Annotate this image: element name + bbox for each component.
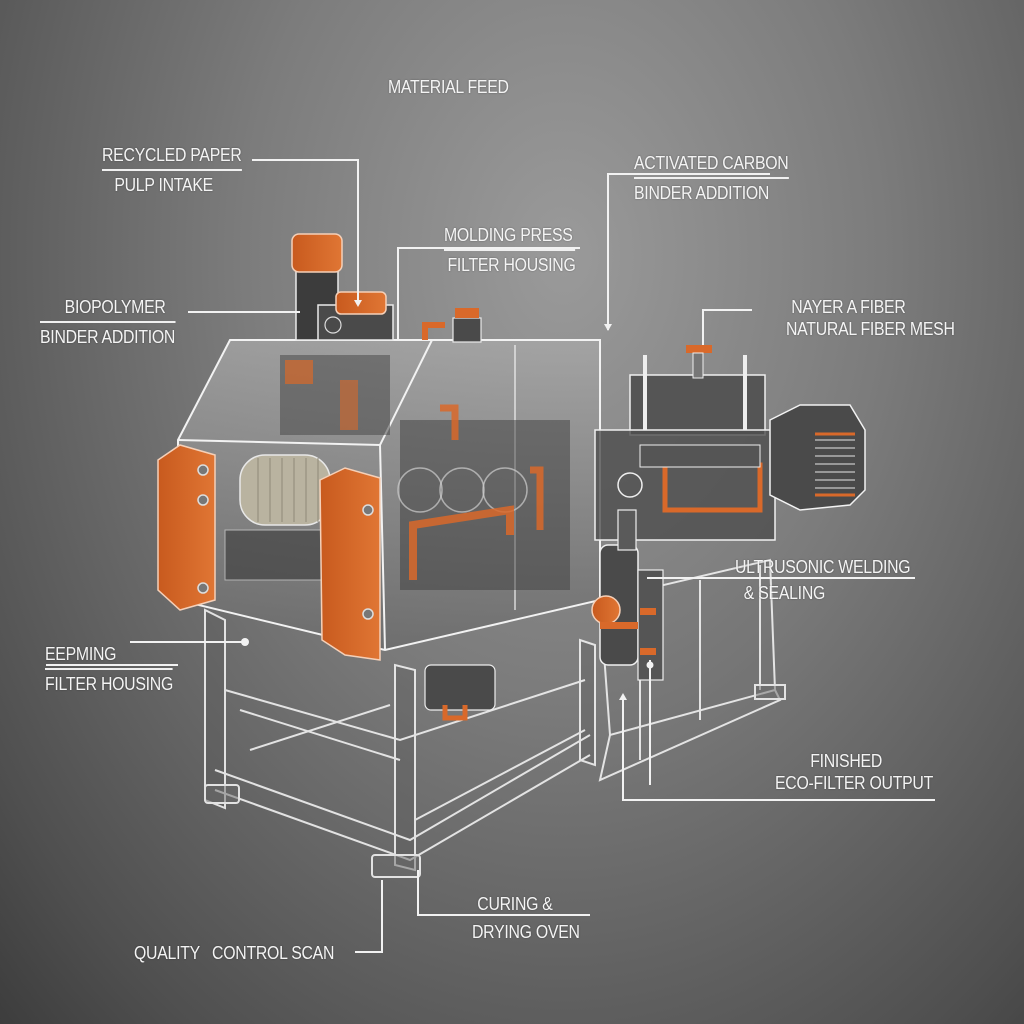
leader-endpoints: [241, 300, 654, 700]
label-curing-drying-oven: CURING & DRYING OVEN: [472, 894, 580, 942]
label-molding-press-filter-housing: MOLDING PRESS FILTER HOUSING: [444, 225, 576, 275]
main-frame: [204, 608, 596, 878]
label-activated-carbon-binder: ACTIVATED CARBON BINDER ADDITION: [634, 153, 789, 203]
intake-motors: [291, 233, 482, 343]
label-eepming-filter-housing: EEPMING FILTER HOUSING: [45, 644, 174, 694]
label-biopolymer-binder: BIOPOLYMER BINDER ADDITION: [40, 297, 176, 347]
label-natural-fiber-mesh: NAYER A FIBER NATURAL FIBER MESH: [786, 297, 955, 339]
main-housing: [177, 339, 601, 652]
label-recycled-paper-pulp-intake: RECYCLED PAPER PULP INTAKE: [102, 145, 242, 195]
label-material-feed: MATERIAL FEED: [388, 77, 509, 97]
label-ultrasonic-welding-sealing: ULTRUSONIC WELDING & SEALING: [735, 557, 911, 603]
label-quality-control-scan: QUALITY CONTROL SCAN: [134, 943, 335, 963]
label-finished-eco-filter-output: FINISHED ECO-FILTER OUTPUT: [775, 751, 934, 793]
orange-side-panels: [157, 444, 381, 661]
lower-drive: [424, 664, 496, 721]
leader-lines: [46, 159, 935, 953]
